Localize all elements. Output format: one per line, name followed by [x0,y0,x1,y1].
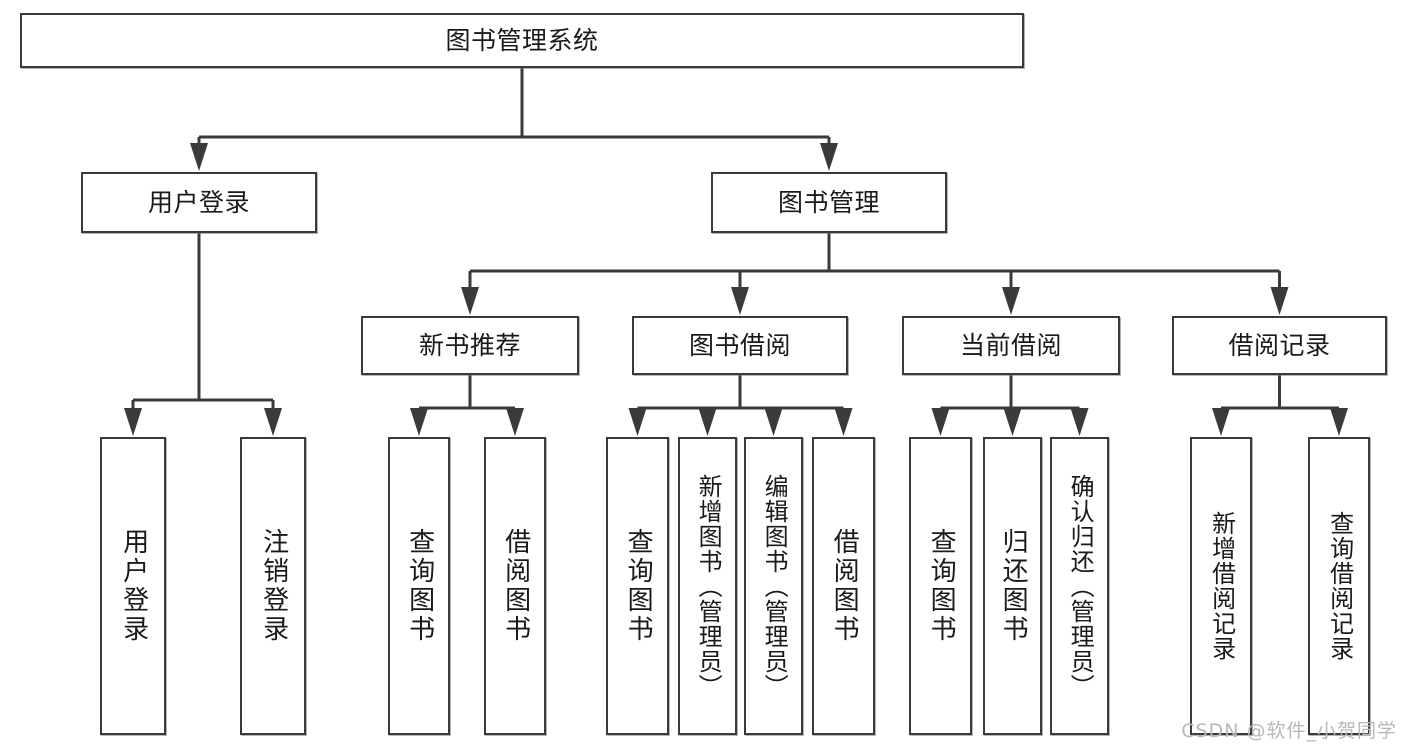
arrowhead [1330,408,1348,436]
node-label: 查询图书 [623,528,654,644]
node-leaf-bo-edit[interactable]: 编辑图书（管理员） [744,437,803,735]
node-root[interactable]: 图书管理系统 [20,13,1024,68]
arrowhead [190,143,208,171]
node-records[interactable]: 借阅记录 [1172,316,1387,375]
node-leaf-nb-borrow[interactable]: 借阅图书 [484,437,546,735]
arrowhead [1070,408,1089,436]
node-label: 注销登录 [258,528,289,644]
node-newbook[interactable]: 新书推荐 [361,316,579,375]
arrowhead [698,408,717,436]
arrowhead [1003,408,1022,436]
arrowhead [764,408,783,436]
node-login[interactable]: 用户登录 [81,172,317,233]
watermark: CSDN @软件_小贺同学 [1181,720,1397,742]
node-label: 新增图书（管理员） [694,473,723,699]
node-label: 图书借阅 [688,330,791,360]
node-leaf-cu-conf[interactable]: 确认归还（管理员） [1050,437,1109,735]
node-label: 图书管理 [777,187,880,217]
node-label: 查询借阅记录 [1325,511,1354,661]
node-label: 新书推荐 [418,330,521,360]
node-label: 借阅图书 [829,528,860,644]
node-bookmgmt[interactable]: 图书管理 [711,172,947,233]
arrowhead [628,408,647,436]
node-label: 用户登录 [118,528,149,644]
arrowhead [264,408,282,436]
node-leaf-re-query[interactable]: 查询借阅记录 [1308,437,1370,735]
node-leaf-bo-query[interactable]: 查询图书 [606,437,669,735]
node-label: 归还图书 [998,528,1029,644]
arrowhead [461,287,479,315]
node-leaf-logout[interactable]: 注销登录 [240,437,306,735]
arrowhead [834,408,853,436]
node-label: 借阅记录 [1228,330,1331,360]
node-label: 新增借阅记录 [1207,511,1236,661]
arrowhead [506,408,524,436]
node-label: 借阅图书 [500,528,531,644]
arrowhead [124,408,142,436]
node-label: 编辑图书（管理员） [760,473,789,699]
node-label: 用户登录 [147,187,250,217]
arrowhead [410,408,428,436]
arrowhead [1270,287,1289,315]
node-label: 当前借阅 [959,330,1062,360]
node-leaf-bo-add[interactable]: 新增图书（管理员） [678,437,737,735]
arrowhead [1002,287,1020,315]
node-current[interactable]: 当前借阅 [902,316,1120,375]
node-leaf-bo-lend[interactable]: 借阅图书 [812,437,875,735]
node-borrow[interactable]: 图书借阅 [632,316,848,375]
arrowhead [820,143,838,171]
node-label: 查询图书 [404,528,435,644]
node-leaf-login[interactable]: 用户登录 [100,437,166,735]
arrowhead [931,408,950,436]
node-label: 查询图书 [926,528,957,644]
arrowhead [1212,408,1230,436]
node-leaf-cu-query[interactable]: 查询图书 [909,437,972,735]
node-leaf-nb-query[interactable]: 查询图书 [388,437,450,735]
node-leaf-re-add[interactable]: 新增借阅记录 [1190,437,1252,735]
node-label: 图书管理系统 [445,25,599,55]
arrowhead [731,287,749,315]
node-label: 确认归还（管理员） [1066,473,1095,699]
node-leaf-cu-return[interactable]: 归还图书 [983,437,1042,735]
